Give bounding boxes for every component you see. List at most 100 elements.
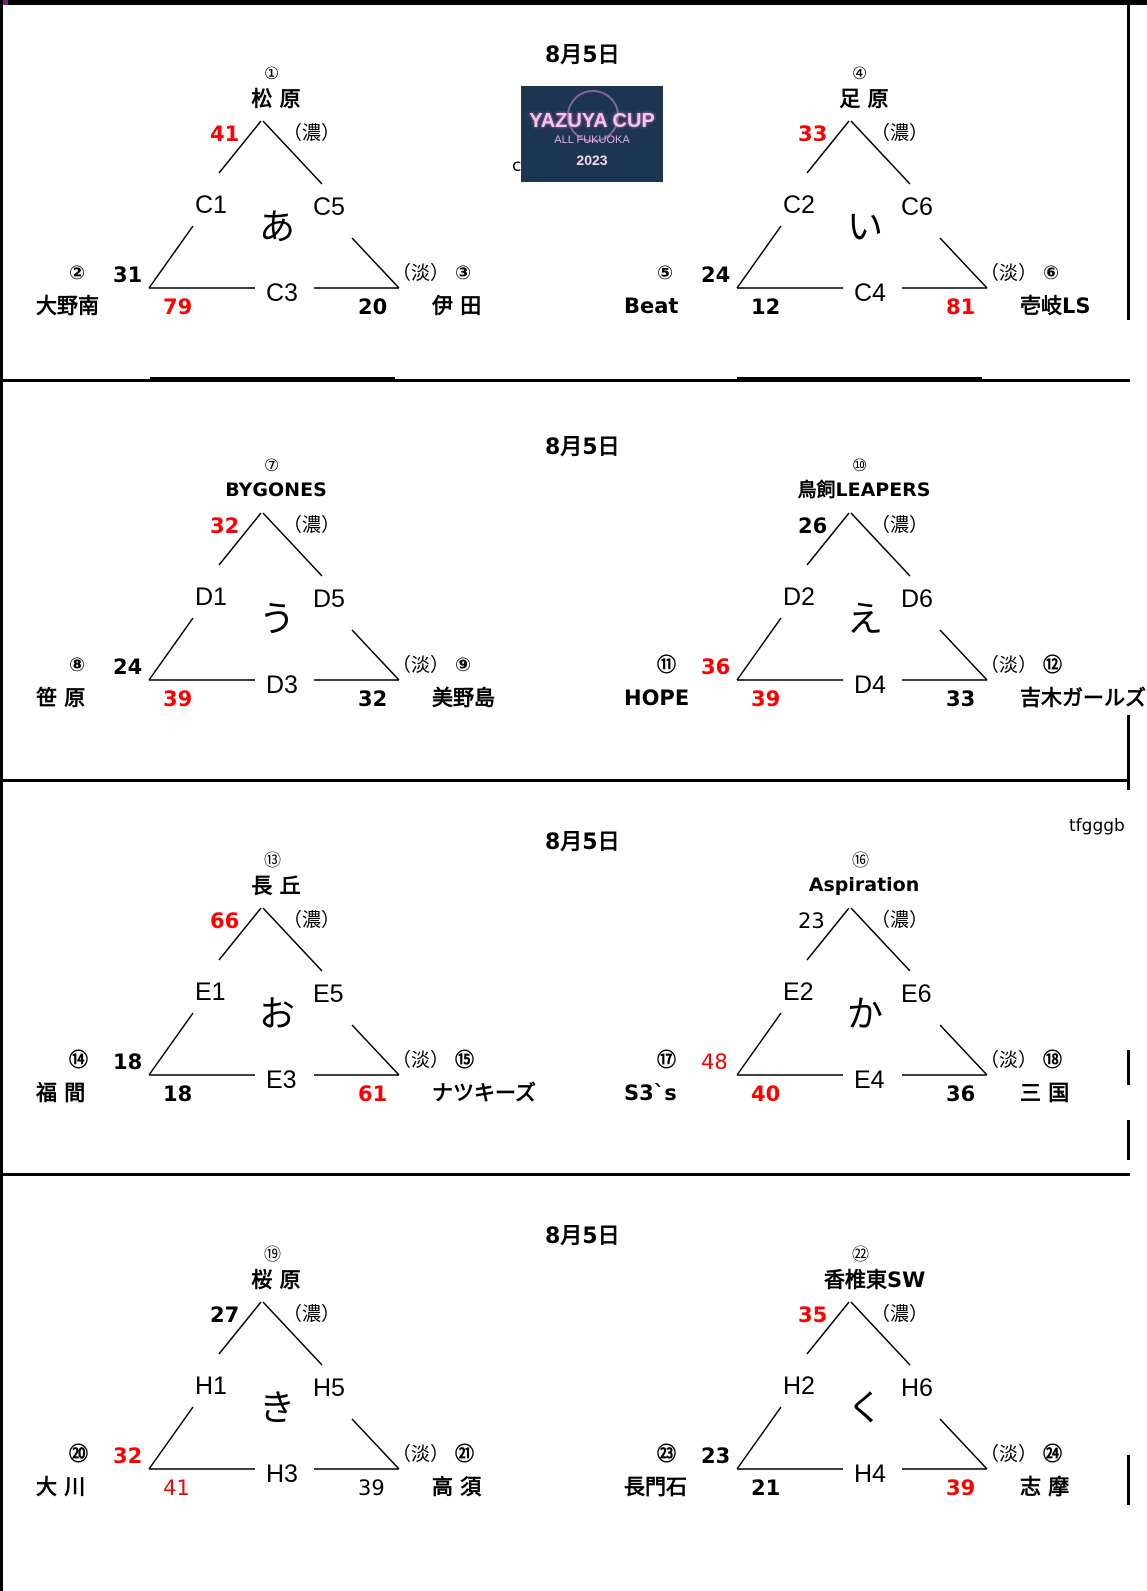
- match-code-bottom: H3: [266, 1460, 298, 1488]
- match-code-bottom: E4: [854, 1066, 885, 1094]
- date-label: 8月5日: [545, 435, 620, 460]
- triangle-lines: [148, 512, 400, 681]
- left-team-name: 笹 原: [36, 686, 86, 710]
- left-edge-lower: [148, 225, 194, 289]
- left-seed-number: ⑭: [69, 1049, 89, 1071]
- right-team-name: 高 須: [432, 1475, 482, 1499]
- match-code-right: C5: [313, 193, 345, 221]
- right-team-name: 吉木ガールズ: [1020, 686, 1146, 710]
- light-color-label: （淡）: [392, 1049, 450, 1071]
- right-edge-lower: [351, 629, 400, 681]
- right-team-name: 志 摩: [1020, 1475, 1070, 1499]
- match-code-bottom: C3: [266, 279, 298, 307]
- left-edge-lower: [736, 1406, 782, 1470]
- left-team-score: 24: [113, 655, 143, 679]
- top-team-name: 長 丘: [251, 874, 301, 898]
- bottom-score-left: 39: [163, 687, 193, 711]
- right-team-name: 美野島: [432, 686, 495, 710]
- group-kana-label: い: [847, 207, 884, 248]
- right-seed-number: ⑫: [1043, 654, 1063, 676]
- group-kana-label: お: [259, 994, 296, 1035]
- left-edge-upper: [218, 907, 262, 961]
- top-team-name: Aspiration: [808, 874, 920, 896]
- left-seed-number: ⑤: [657, 262, 674, 284]
- right-edge-lower: [351, 1418, 400, 1470]
- right-border-4: [1127, 1120, 1130, 1160]
- left-team-name: 長門石: [624, 1475, 687, 1499]
- top-team-score: 23: [798, 909, 825, 933]
- dark-color-label: （濃）: [871, 514, 929, 536]
- right-edge-lower: [939, 237, 988, 289]
- match-code-right: E5: [313, 980, 344, 1008]
- left-team-name: HOPE: [624, 686, 690, 710]
- date-label: 8月5日: [545, 830, 620, 855]
- right-seed-number: ⑮: [455, 1049, 475, 1071]
- left-edge-upper: [806, 120, 850, 174]
- right-border-3: [1127, 1050, 1130, 1085]
- left-edge-upper: [806, 512, 850, 566]
- top-team-name: 香椎東SW: [824, 1268, 926, 1292]
- top-team-score: 66: [210, 909, 240, 933]
- left-team-score: 32: [113, 1444, 143, 1468]
- match-code-right: E6: [901, 980, 932, 1008]
- right-seed-number: ③: [455, 262, 472, 284]
- bottom-score-left: 39: [751, 687, 781, 711]
- top-border: [0, 0, 1147, 5]
- match-code-right: H6: [901, 1374, 933, 1402]
- logo-subtitle: ALL FUKUOKA: [554, 134, 630, 146]
- left-border: [0, 0, 3, 1591]
- right-team-name: ナツキーズ: [432, 1081, 536, 1105]
- bottom-score-right: 33: [946, 687, 976, 711]
- top-team-name: 足 原: [839, 87, 889, 111]
- right-seed-number: ⑥: [1043, 262, 1060, 284]
- left-team-score: 24: [701, 263, 731, 287]
- right-edge-upper: [262, 120, 323, 185]
- right-edge-upper: [262, 1301, 323, 1366]
- top-team-name: 桜 原: [251, 1268, 301, 1292]
- bottom-score-right: 39: [358, 1476, 385, 1500]
- dark-color-label: （濃）: [283, 122, 341, 144]
- dark-color-label: （濃）: [871, 1303, 929, 1325]
- top-seed-number: ⑦: [264, 456, 280, 476]
- bottom-score-left: 41: [163, 1476, 190, 1500]
- group-kana-label: あ: [259, 207, 296, 248]
- right-team-name: 三 国: [1020, 1081, 1070, 1105]
- light-color-label: （淡）: [392, 262, 450, 284]
- top-seed-number: ④: [852, 64, 868, 84]
- top-team-name: 松 原: [251, 87, 301, 111]
- bottom-score-left: 18: [163, 1082, 193, 1106]
- left-seed-number: ⑪: [657, 654, 677, 676]
- group-kana-label: く: [847, 1388, 884, 1429]
- match-code-right: D6: [901, 585, 933, 613]
- left-team-name: 大野南: [36, 294, 99, 318]
- match-code-left: H2: [783, 1372, 815, 1400]
- bottom-score-right: 61: [358, 1082, 388, 1106]
- right-edge-upper: [850, 512, 911, 577]
- bottom-score-right: 36: [946, 1082, 976, 1106]
- top-seed-number: ㉒: [852, 1245, 869, 1265]
- logo-title: YAZUYA CUP: [529, 110, 655, 132]
- right-seed-number: ⑱: [1043, 1049, 1063, 1071]
- yazuya-cup-logo: YAZUYA CUP ALL FUKUOKA 2023: [521, 86, 663, 182]
- left-edge-upper: [806, 1301, 850, 1355]
- left-edge-upper: [218, 120, 262, 174]
- triangle-lines: [148, 1301, 400, 1470]
- triangle-lines: [148, 907, 400, 1076]
- left-team-name: 福 間: [36, 1081, 86, 1105]
- match-code-left: D2: [783, 583, 815, 611]
- left-edge-lower: [736, 225, 782, 289]
- right-team-name: 壱岐LS: [1020, 294, 1091, 318]
- bottom-score-right: 39: [946, 1476, 976, 1500]
- match-code-left: C1: [195, 191, 227, 219]
- triangle-lines: [736, 120, 988, 289]
- top-team-score: 35: [798, 1303, 828, 1327]
- light-color-label: （淡）: [980, 1049, 1038, 1071]
- triangle-lines: [736, 907, 988, 1076]
